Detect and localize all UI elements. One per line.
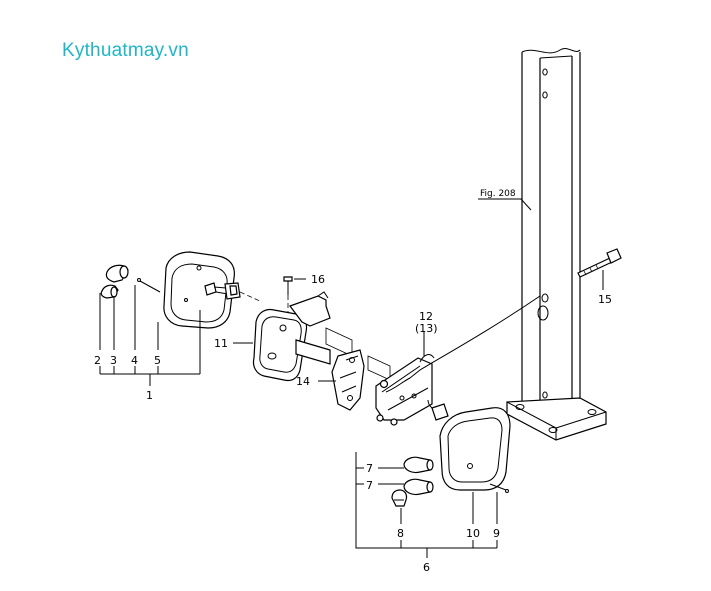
post [506, 48, 607, 441]
callout-16: 16 [311, 273, 325, 286]
callout-9: 9 [493, 527, 500, 540]
figure-reference-label: Fig. 208 [480, 189, 516, 199]
stay-12: 12 (13) [375, 295, 541, 426]
left-lamp-assembly: 2 3 4 5 1 [94, 251, 263, 402]
callout-7-bottom: 7 [366, 479, 373, 492]
callout-6: 6 [423, 561, 430, 574]
callout-4: 4 [131, 354, 138, 367]
callout-5: 5 [154, 354, 161, 367]
bolt-15: 15 [577, 248, 622, 306]
bracket-14: 14 [296, 349, 391, 411]
right-lamp-assembly: 7 7 8 10 9 6 [355, 407, 511, 574]
callout-1: 1 [146, 389, 153, 402]
figure-reference: Fig. 208 [478, 189, 532, 211]
callout-11: 11 [214, 337, 228, 350]
callout-2: 2 [94, 354, 101, 367]
watermark-text: Kythuatmay.vn [62, 40, 189, 61]
callout-12: 12 [419, 310, 433, 323]
callout-15: 15 [598, 293, 612, 306]
callout-14: 14 [296, 375, 310, 388]
callout-8: 8 [397, 527, 404, 540]
callout-3: 3 [110, 354, 117, 367]
callout-13: (13) [415, 322, 438, 335]
bracket-11: 11 16 [214, 273, 353, 382]
callout-7-top: 7 [366, 462, 373, 475]
callout-10: 10 [466, 527, 480, 540]
